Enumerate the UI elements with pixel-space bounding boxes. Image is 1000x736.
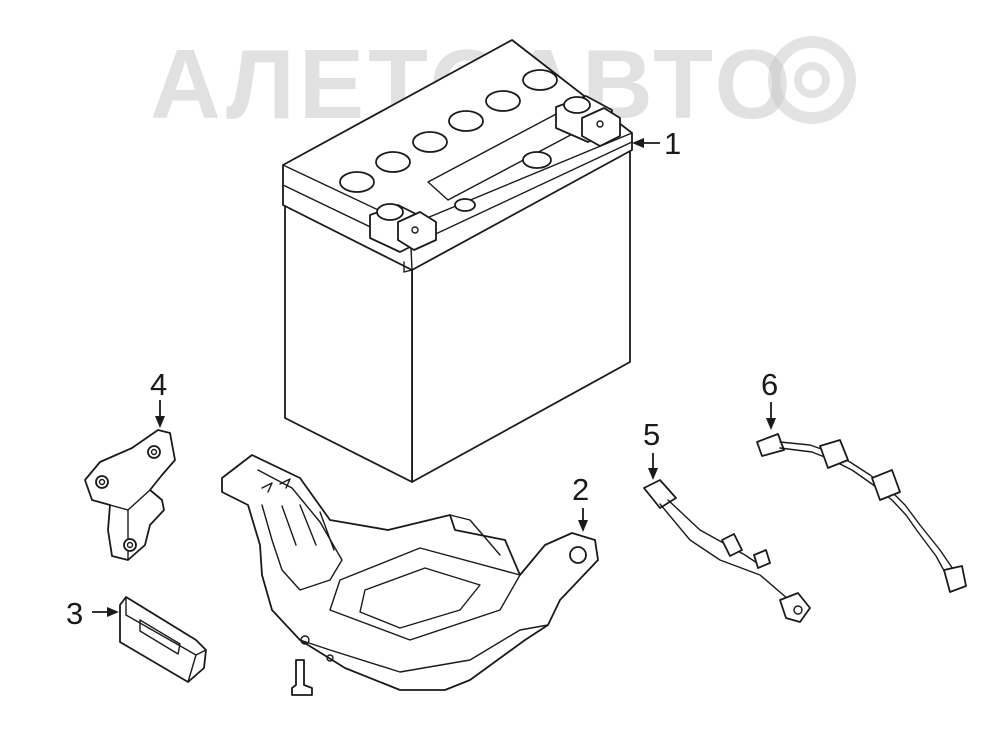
bracket-icon[interactable] (84, 429, 176, 561)
clip-icon[interactable] (119, 596, 207, 683)
callout-leaders (92, 138, 776, 617)
callout-5: 5 (643, 417, 660, 452)
callout-4: 4 (150, 367, 167, 402)
callout-2: 2 (572, 472, 589, 507)
callout-3: 3 (66, 596, 83, 631)
sensor-cable-icon[interactable] (643, 479, 811, 623)
callout-1: 1 (664, 126, 681, 161)
battery-icon[interactable] (282, 39, 633, 483)
watermark-logo-icon (768, 36, 856, 124)
battery-tray-icon[interactable] (221, 454, 599, 696)
wire-harness-icon[interactable] (756, 433, 967, 593)
callout-6: 6 (761, 367, 778, 402)
